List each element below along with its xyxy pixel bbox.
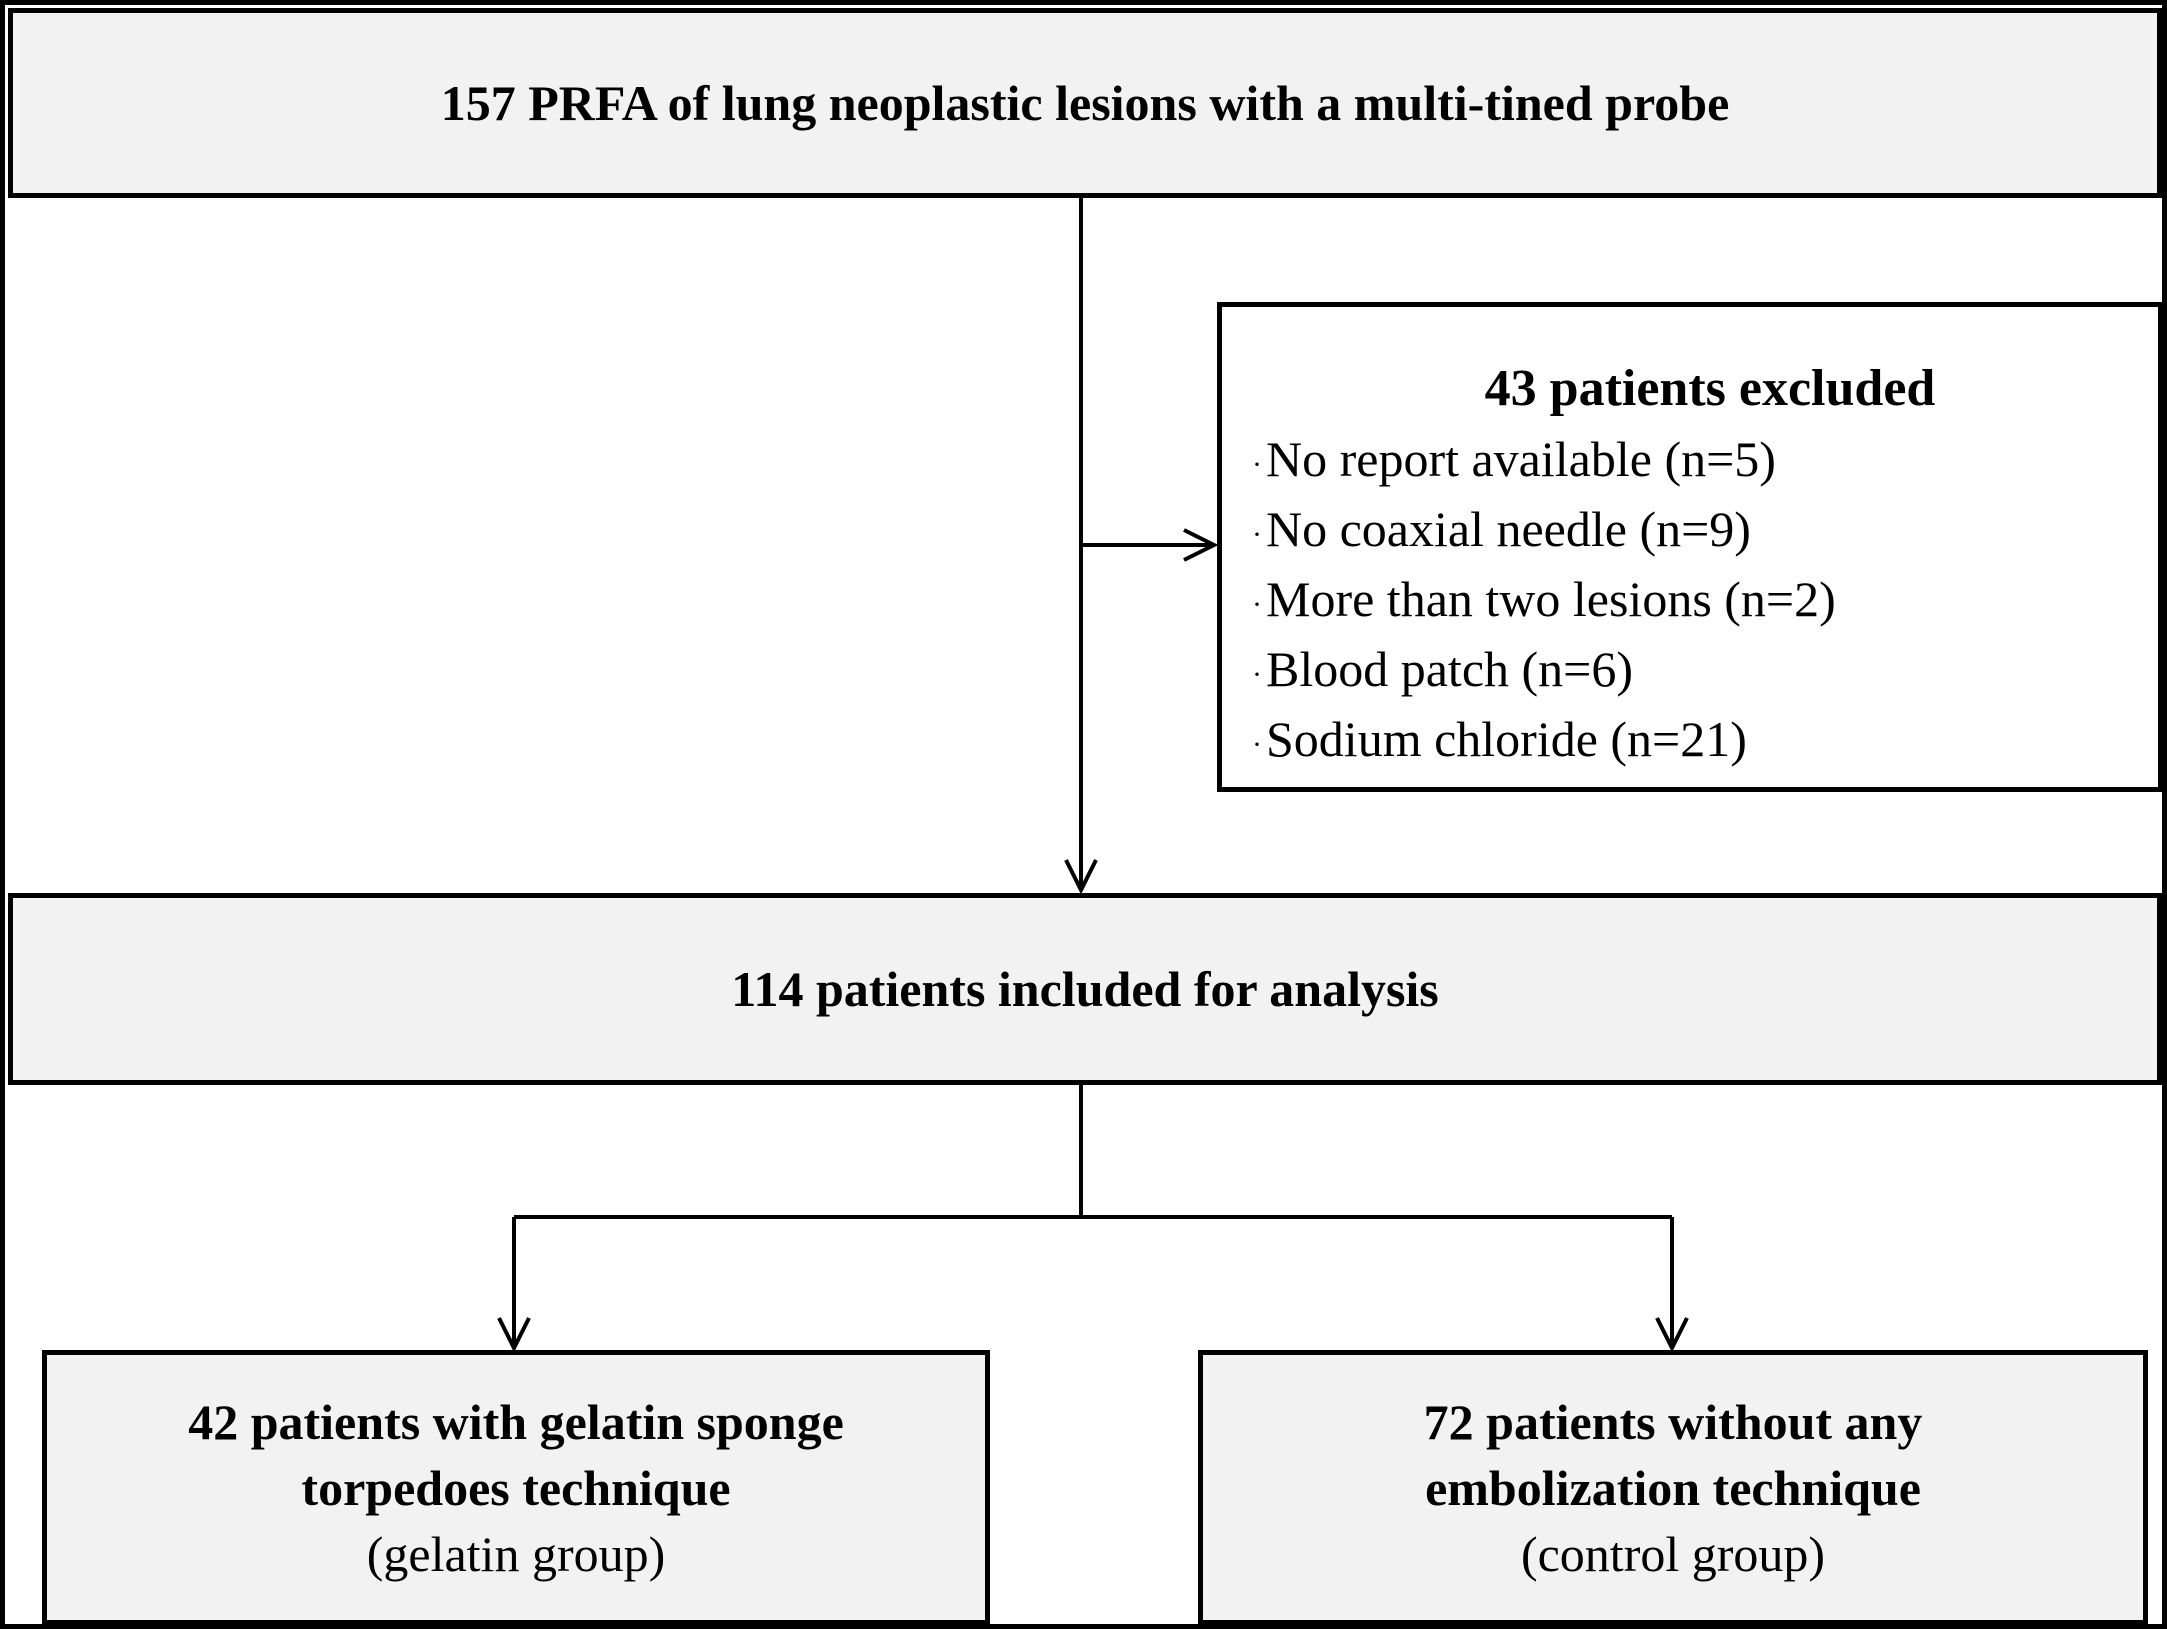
gelatin-group-box: 42 patients with gelatin sponge torpedoe… — [42, 1350, 990, 1625]
excluded-item: ·No coaxial needle (n=9) — [1252, 501, 1751, 558]
right-arrowhead — [1655, 1317, 1689, 1353]
left-arrowhead — [497, 1317, 531, 1353]
excluded-item: ·Sodium chloride (n=21) — [1252, 711, 1747, 768]
excluded-box: 43 patients excluded ·No report availabl… — [1217, 302, 2163, 792]
control-line3: (control group) — [1520, 1525, 1826, 1582]
gelatin-line3: (gelatin group) — [366, 1525, 666, 1582]
bullet-icon: · — [1252, 728, 1262, 762]
exclusion-arrowhead — [1183, 528, 1219, 562]
bullet-icon: · — [1252, 518, 1262, 552]
control-group-box: 72 patients without any embolization tec… — [1198, 1350, 2148, 1625]
excluded-item: ·More than two lesions (n=2) — [1252, 571, 1836, 628]
top-box: 157 PRFA of lung neoplastic lesions with… — [8, 8, 2162, 198]
bullet-icon: · — [1252, 448, 1262, 482]
included-box-text: 114 patients included for analysis — [731, 961, 1439, 1017]
control-line2: embolization technique — [1425, 1459, 1921, 1516]
gelatin-line2: torpedoes technique — [301, 1459, 731, 1516]
bullet-icon: · — [1252, 588, 1262, 622]
excluded-item: ·No report available (n=5) — [1252, 431, 1776, 487]
gelatin-line1: 42 patients with gelatin sponge — [188, 1393, 844, 1450]
excluded-list: ·No report available (n=5) ·No coaxial n… — [1252, 427, 1836, 777]
excluded-title: 43 patients excluded — [1484, 360, 1936, 417]
bullet-icon: · — [1252, 658, 1262, 692]
included-box: 114 patients included for analysis — [8, 893, 2162, 1085]
excluded-item: ·Blood patch (n=6) — [1252, 641, 1634, 698]
control-line1: 72 patients without any — [1423, 1393, 1923, 1450]
top-box-text: 157 PRFA of lung neoplastic lesions with… — [440, 75, 1730, 131]
trunk-arrowhead — [1064, 859, 1098, 895]
